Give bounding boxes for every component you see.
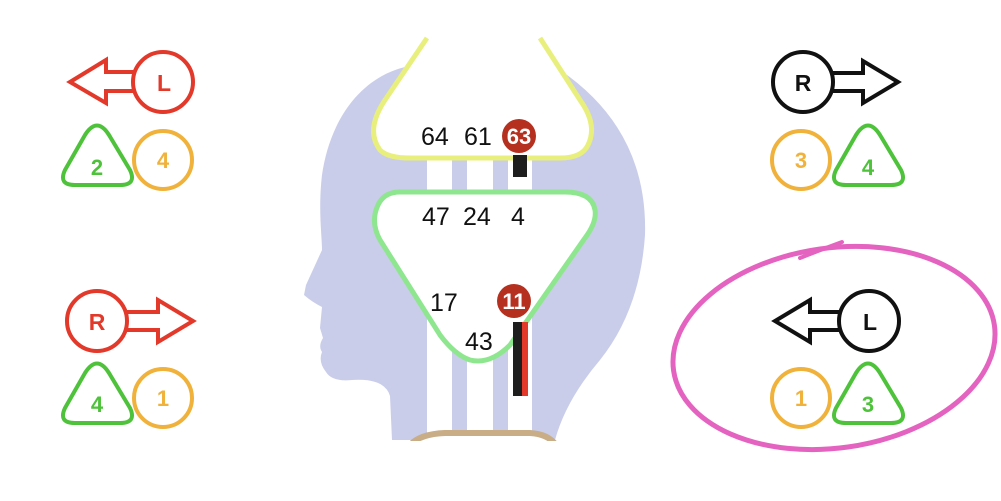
letter-l: L xyxy=(863,309,877,335)
svg-text:63: 63 xyxy=(507,124,531,149)
indicator-top-right: R 3 4 xyxy=(770,50,905,191)
upper-black-bar xyxy=(513,155,527,177)
letter-r: R xyxy=(89,309,106,335)
head-diagram: 64 61 63 47 24 4 17 43 11 xyxy=(304,36,646,501)
middle-value-2: 24 xyxy=(463,203,491,231)
lower-value-1: 17 xyxy=(430,289,458,317)
svg-text:3: 3 xyxy=(862,392,874,417)
svg-text:1: 1 xyxy=(795,386,807,411)
svg-text:3: 3 xyxy=(795,148,807,173)
svg-text:4: 4 xyxy=(157,148,170,173)
middle-shape xyxy=(372,189,598,364)
lower-red-bar xyxy=(522,322,528,396)
circle-badge: 1 xyxy=(770,367,832,429)
triangle-badge: 4 xyxy=(832,123,905,187)
svg-text:4: 4 xyxy=(91,392,104,417)
svg-text:2: 2 xyxy=(91,155,103,180)
svg-text:11: 11 xyxy=(502,289,525,314)
circle-badge: 4 xyxy=(132,129,194,191)
triangle-badge: 3 xyxy=(832,361,905,425)
letter-l: L xyxy=(157,70,171,96)
triangle-badge: 2 xyxy=(61,123,134,187)
left-arrow-icon xyxy=(66,50,195,114)
right-arrow-icon xyxy=(771,50,902,114)
letter-r: R xyxy=(795,70,812,96)
svg-text:1: 1 xyxy=(157,386,169,411)
circle-badge: 1 xyxy=(132,367,194,429)
triangle-badge: 4 xyxy=(61,361,134,425)
lower-alert-badge: 11 xyxy=(497,284,531,318)
lower-value-2: 43 xyxy=(465,328,493,356)
circle-badge: 3 xyxy=(770,129,832,191)
upper-alert-badge: 63 xyxy=(502,119,536,153)
upper-value-1: 64 xyxy=(421,123,449,151)
left-arrow-icon xyxy=(771,289,901,353)
indicator-top-left: L 2 4 xyxy=(61,50,195,191)
bottom-mask xyxy=(380,441,600,501)
middle-value-3: 4 xyxy=(511,203,525,231)
middle-value-1: 47 xyxy=(422,203,450,231)
upper-shape xyxy=(371,36,595,161)
right-arrow-icon xyxy=(65,289,197,353)
highlight-stroke-tail xyxy=(798,240,844,260)
upper-value-2: 61 xyxy=(464,123,492,151)
svg-text:4: 4 xyxy=(862,155,875,180)
indicator-bottom-right: L 1 3 xyxy=(670,240,998,453)
highlight-circle xyxy=(670,243,998,453)
lower-black-bar xyxy=(513,322,522,396)
indicator-bottom-left: R 4 1 xyxy=(61,289,197,429)
